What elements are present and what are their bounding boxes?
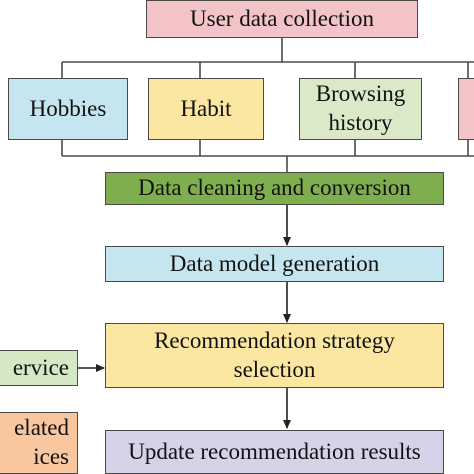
recommendation-strategy-box: Recommendation strategy selection xyxy=(105,323,444,388)
partial-source-box xyxy=(458,78,474,140)
service-box: ervice xyxy=(0,350,78,386)
update-results-box: Update recommendation results xyxy=(105,430,444,474)
browsing-history-box: Browsing history xyxy=(299,78,422,140)
habit-box: Habit xyxy=(148,78,264,140)
recommendation-strategy-label-line2: selection xyxy=(233,356,316,382)
data-cleaning-label: Data cleaning and conversion xyxy=(138,175,411,201)
data-model-label: Data model generation xyxy=(169,250,380,276)
user-data-collection-box: User data collection xyxy=(146,0,418,38)
recommendation-strategy-label-line1: Recommendation strategy xyxy=(154,327,395,353)
habit-label: Habit xyxy=(180,95,232,121)
browsing-history-label-line1: Browsing xyxy=(315,81,406,107)
user-data-collection-label: User data collection xyxy=(190,5,374,31)
update-results-label: Update recommendation results xyxy=(128,438,421,464)
hobbies-box: Hobbies xyxy=(8,78,128,140)
related-label-line2: ices xyxy=(33,444,69,469)
data-model-box: Data model generation xyxy=(105,246,444,282)
hobbies-label: Hobbies xyxy=(29,95,107,121)
data-cleaning-box: Data cleaning and conversion xyxy=(105,172,444,205)
service-label: ervice xyxy=(12,354,69,380)
related-label-line1: elated xyxy=(14,415,69,441)
browsing-history-label-line2: history xyxy=(328,110,393,135)
related-services-box: elated ices xyxy=(0,412,78,474)
